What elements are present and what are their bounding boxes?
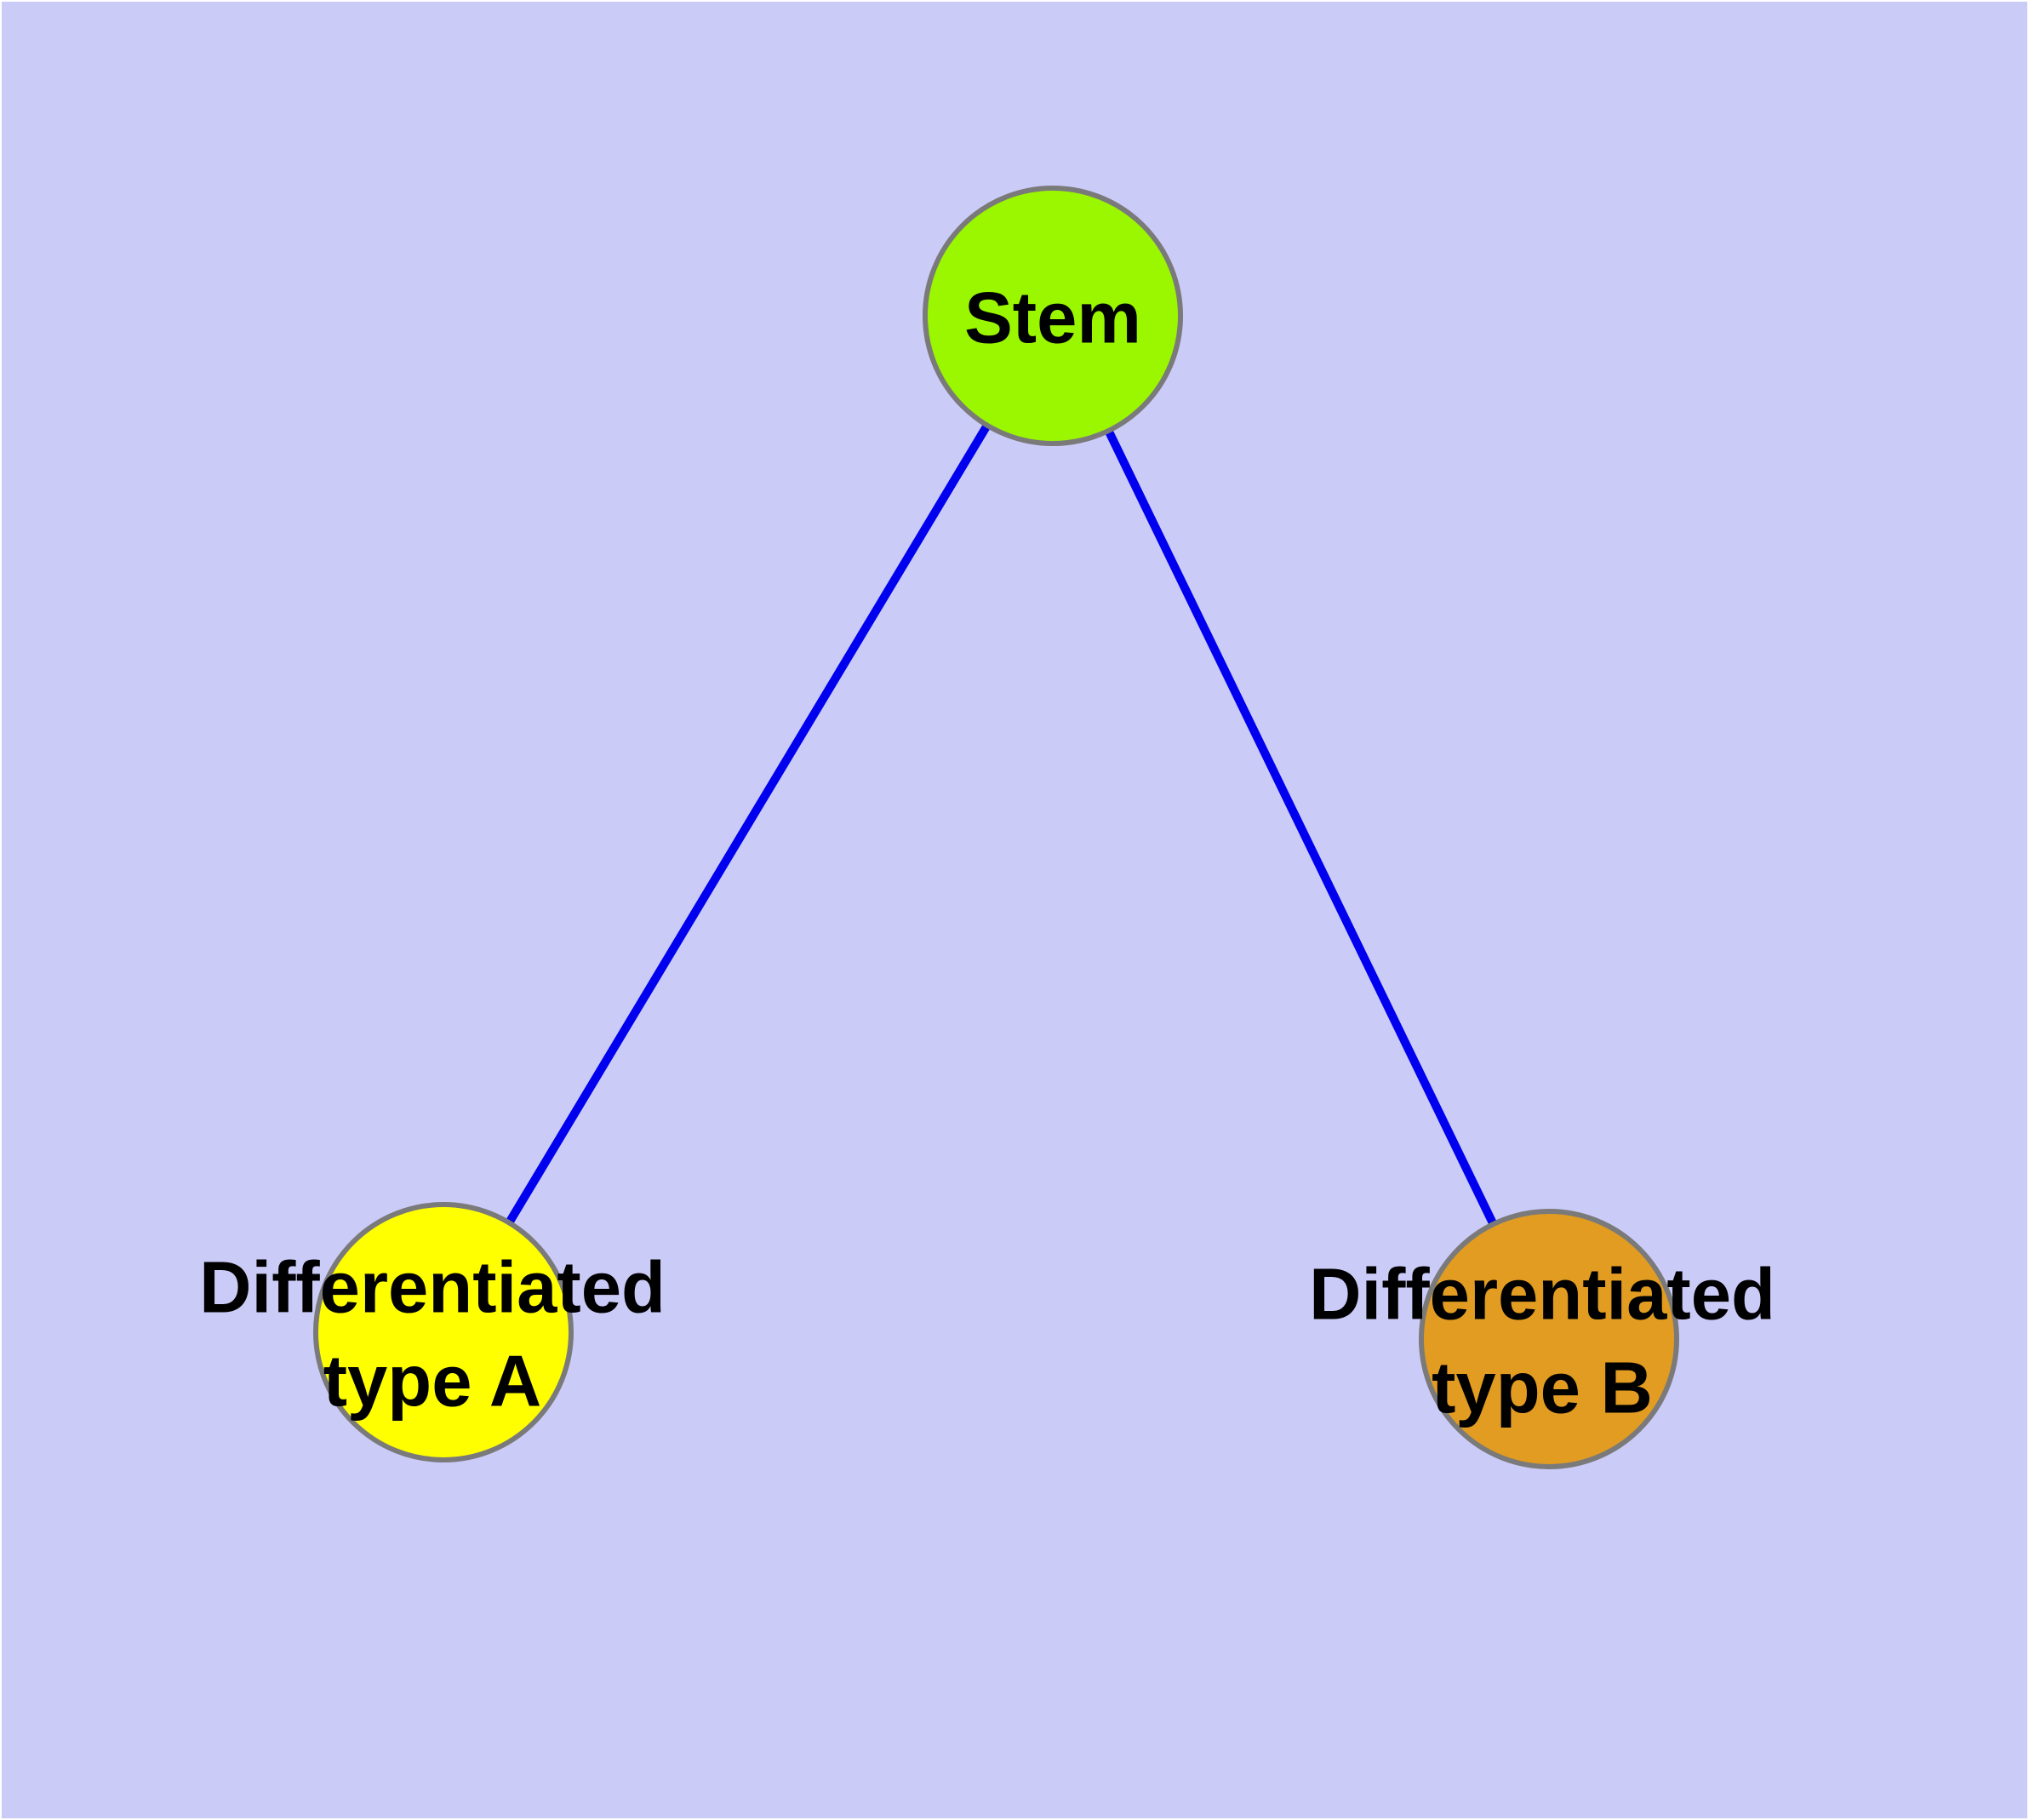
node-type-a-label-line1: Differentiated (199, 1248, 666, 1329)
node-type-a-circle (313, 1202, 574, 1462)
edge-stem-to-type-a (439, 313, 1057, 1335)
node-stem-circle (923, 186, 1183, 446)
node-stem-label: Stem (964, 278, 1141, 359)
node-type-b-label-line2: type B (1432, 1348, 1653, 1429)
node-type-b-label-line1: Differentiated (1309, 1255, 1775, 1336)
edge-stem-to-type-b (1049, 313, 1553, 1342)
node-type-a-label-line2: type A (323, 1342, 542, 1422)
node-type-b-circle (1419, 1209, 1679, 1469)
